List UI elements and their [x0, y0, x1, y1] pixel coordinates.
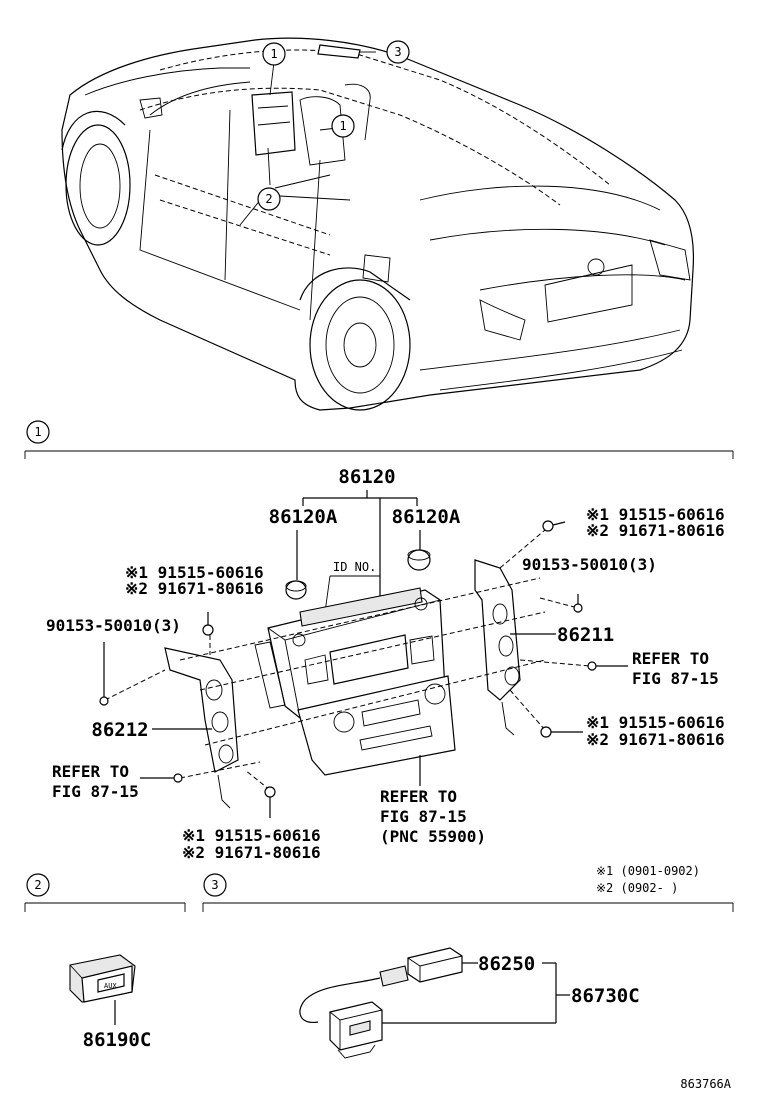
label-refer-bottom-1: REFER TO [380, 787, 457, 806]
label-86190c: 86190C [83, 1029, 152, 1051]
section-1-marker [26, 420, 50, 444]
label-86212: 86212 [91, 719, 148, 741]
note-2: ※2 (0902- ) [596, 881, 678, 895]
bracket-86212 [164, 647, 239, 809]
callout-2 [257, 187, 281, 211]
label-86120a-left: 86120A [269, 506, 338, 528]
label-refer-left-1: REFER TO [52, 762, 129, 781]
label-bolt-left: 90153-50010(3) [46, 616, 181, 635]
label-refer-bottom-2: FIG 87-15 [380, 807, 467, 826]
bolt-left [99, 642, 109, 706]
section-2: 2 AUX 86190C [24, 873, 186, 1051]
label-86120a-right: 86120A [392, 506, 461, 528]
knob-left [285, 580, 307, 600]
note-1: ※1 (0901-0902) [596, 864, 700, 878]
callout-3 [386, 40, 410, 64]
bracket-86211 [474, 559, 521, 736]
label-refer-right-1: REFER TO [632, 649, 709, 668]
label-screw-tl-1: ※1 91515-60616 [125, 563, 264, 582]
callout-1-mid-label: 1 [339, 119, 346, 133]
label-screw-bl-2: ※2 91671-80616 [182, 843, 321, 862]
section-3-marker-label: 3 [211, 878, 218, 892]
bolt-right [573, 594, 583, 613]
figure-id: 863766A [680, 1077, 731, 1091]
knob-right [407, 549, 431, 571]
label-86211: 86211 [557, 624, 614, 646]
usb-cable-86250 [299, 947, 463, 1024]
label-bolt-right: 90153-50010(3) [522, 555, 657, 574]
label-screw-tl-2: ※2 91671-80616 [125, 579, 264, 598]
head-unit [254, 587, 456, 776]
section-3: 3 86250 86730C [202, 873, 734, 1059]
callout-2-label: 2 [265, 192, 272, 206]
section-2-marker-label: 2 [34, 878, 41, 892]
screw-mid-right [587, 661, 628, 671]
label-screw-tr-2: ※2 91671-80616 [586, 521, 725, 540]
label-screw-mr-2: ※2 91671-80616 [586, 730, 725, 749]
label-86730c: 86730C [571, 985, 640, 1007]
callout-3-label: 3 [394, 45, 401, 59]
label-refer-left-2: FIG 87-15 [52, 782, 139, 801]
section-1: 1 86120 86120A 86120A ID NO. [24, 420, 734, 862]
section-1-marker-label: 1 [34, 425, 41, 439]
label-id-no: ID NO. [333, 560, 376, 574]
screw-top-left [202, 612, 214, 636]
aux-jack-86190c: AUX [69, 954, 136, 1003]
label-screw-bl-1: ※1 91515-60616 [182, 826, 321, 845]
label-screw-tr-1: ※1 91515-60616 [586, 505, 725, 524]
label-refer-right-2: FIG 87-15 [632, 669, 719, 688]
label-86120: 86120 [338, 466, 395, 488]
callout-1-top [262, 42, 286, 66]
callout-1-top-label: 1 [270, 47, 277, 61]
section-3-marker [203, 873, 227, 897]
label-86250: 86250 [478, 953, 535, 975]
section-2-marker [26, 873, 50, 897]
label-screw-mr-1: ※1 91515-60616 [586, 713, 725, 732]
screw-lower-right [540, 726, 583, 738]
car-illustration: 1 3 1 2 [61, 37, 695, 411]
screw-top-right [542, 520, 566, 532]
screw-lower-left [140, 773, 183, 783]
screw-bottom-left [264, 786, 276, 818]
aux-label: AUX [104, 982, 117, 990]
callout-1-mid [331, 114, 355, 138]
label-refer-bottom-3: (PNC 55900) [380, 827, 486, 846]
usb-port-86730c [329, 1001, 383, 1059]
